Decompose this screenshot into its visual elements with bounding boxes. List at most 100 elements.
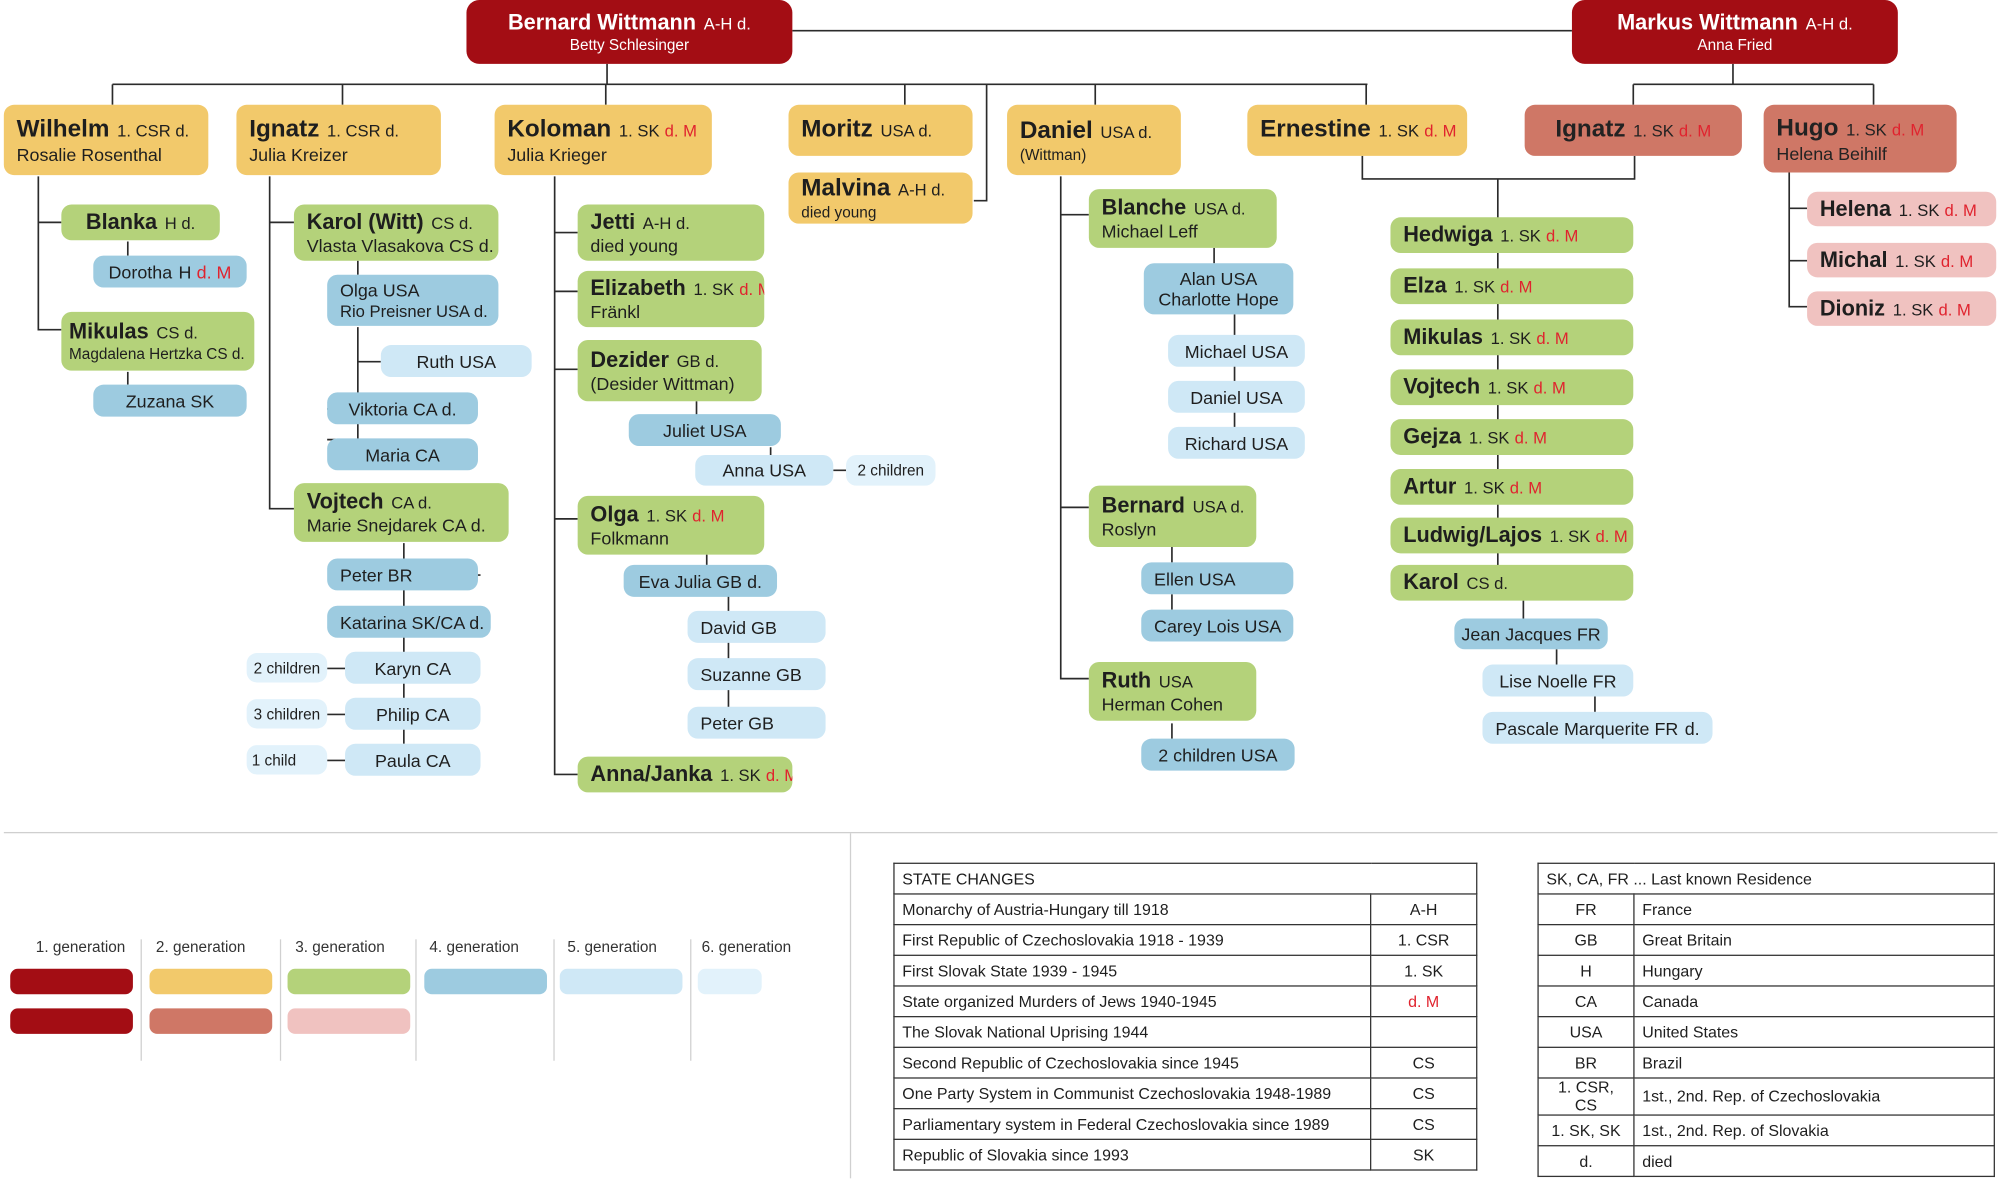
- dm-mark: d. M: [1678, 121, 1712, 141]
- table-header-row: SK, CA, FR ... Last known Residence: [1537, 862, 1995, 895]
- node-juliet: Juliet USA: [628, 414, 781, 447]
- table-cell: CS: [1370, 1077, 1478, 1110]
- node-viktoria: Viktoria CA d.: [327, 392, 478, 425]
- dm-mark: d. M: [1546, 226, 1579, 246]
- node-zuzana: Zuzana SK: [93, 384, 247, 417]
- spouse: Marie Snejdarek CA d.: [306, 515, 486, 536]
- info: 1. SK: [1549, 526, 1591, 546]
- legend-label-gen3: 3. generation: [295, 938, 385, 956]
- name: Carey Lois USA: [1154, 615, 1282, 636]
- name: Olga: [590, 501, 639, 527]
- name: Pascale Marquerite FR: [1495, 717, 1679, 739]
- node-maria: Maria CA: [327, 438, 478, 471]
- node-karyn-children: 2 children: [246, 653, 328, 683]
- name: Dorotha: [108, 261, 173, 282]
- info: 1. SK: [1633, 121, 1674, 141]
- table-row: First Republic of Czechoslovakia 1918 - …: [893, 923, 1478, 956]
- name: Ruth: [1101, 668, 1152, 693]
- table-cell: One Party System in Communist Czechoslov…: [893, 1077, 1372, 1110]
- table-cell: SK: [1370, 1138, 1478, 1171]
- node-olga-usa: Olga USA Rio Preisner USA d.: [327, 274, 499, 326]
- spouse: Helena Beihilf: [1776, 142, 1887, 163]
- name: Juliet USA: [663, 419, 747, 441]
- name: Michal: [1819, 247, 1888, 272]
- table-cell: CA: [1537, 985, 1635, 1018]
- dm-mark: d. M: [1514, 428, 1547, 448]
- name: Malvina: [801, 174, 891, 202]
- table-cell: d.: [1537, 1145, 1635, 1178]
- name: Ruth USA: [416, 350, 497, 372]
- info: 1. SK: [646, 505, 688, 525]
- dm-mark: d. M: [692, 505, 725, 525]
- node-alan: Alan USA Charlotte Hope: [1143, 263, 1294, 315]
- dm-mark: d. M: [1595, 526, 1628, 546]
- spouse: Julia Krieger: [507, 143, 607, 165]
- node-lise-noelle: Lise Noelle FR: [1482, 664, 1634, 697]
- name: Bernard Wittmann: [507, 9, 697, 35]
- table-cell: 1. CSR, CS: [1537, 1077, 1635, 1116]
- state-changes-table: STATE CHANGES Monarchy of Austria-Hungar…: [893, 862, 1478, 1171]
- spouse: Michael Leff: [1101, 221, 1198, 242]
- legend-swatch-gen3: [287, 968, 411, 995]
- dm-mark: d. M: [1533, 378, 1566, 398]
- name: Lise Noelle FR: [1499, 670, 1617, 691]
- legend-swatch-gen4: [424, 968, 547, 995]
- node-eva-julia: Eva Julia GB d.: [623, 564, 778, 597]
- table-cell: France: [1633, 893, 1995, 926]
- spouse: Vlasta Vlasakova CS d.: [306, 235, 494, 256]
- spouse: Julia Kreizer: [249, 143, 348, 165]
- name: Ignatz: [249, 115, 320, 143]
- table-cell: Republic of Slovakia since 1993: [893, 1138, 1372, 1171]
- node-peter-gb: Peter GB: [687, 706, 826, 739]
- name: Anna USA: [722, 460, 807, 481]
- name: Hugo: [1776, 114, 1839, 142]
- spouse: Betty Schlesinger: [569, 36, 690, 54]
- info: USA d.: [1193, 199, 1246, 219]
- dm-mark: d. M: [196, 261, 232, 282]
- table-cell: The Slovak National Uprising 1944: [893, 1016, 1372, 1048]
- legend-swatch-gen2: [149, 968, 273, 995]
- legend-swatch-gen3-alt: [287, 1008, 411, 1034]
- table-cell: BR: [1537, 1046, 1635, 1079]
- spouse: Anna Fried: [1697, 36, 1773, 54]
- info: 1. SK: [693, 279, 735, 299]
- table-cell: State organized Murders of Jews 1940-194…: [893, 985, 1372, 1018]
- legend-swatch-gen2-alt: [149, 1008, 273, 1034]
- info: 1. SK: [1500, 226, 1541, 246]
- table-cell: USA: [1537, 1016, 1635, 1048]
- name: Peter GB: [700, 712, 774, 733]
- legend-label-gen1: 1. generation: [35, 938, 126, 956]
- info: CS d.: [156, 323, 198, 343]
- table-row: Second Republic of Czechoslovakia since …: [893, 1046, 1478, 1079]
- dm-mark: d. M: [1536, 328, 1569, 348]
- table-header-row: STATE CHANGES: [893, 862, 1478, 895]
- table-cell: H: [1537, 954, 1635, 987]
- spouse: died young: [801, 203, 877, 222]
- name: Elza: [1403, 273, 1447, 298]
- info: USA d.: [880, 121, 933, 141]
- info: 1. SK: [1898, 200, 1940, 220]
- table-cell: United States: [1633, 1016, 1995, 1048]
- info: CS d.: [431, 213, 473, 233]
- legend-divider: [140, 939, 142, 1061]
- table-row: The Slovak National Uprising 1944: [893, 1016, 1478, 1048]
- info: A-H d.: [898, 179, 946, 199]
- spouse: Roslyn: [1101, 519, 1157, 540]
